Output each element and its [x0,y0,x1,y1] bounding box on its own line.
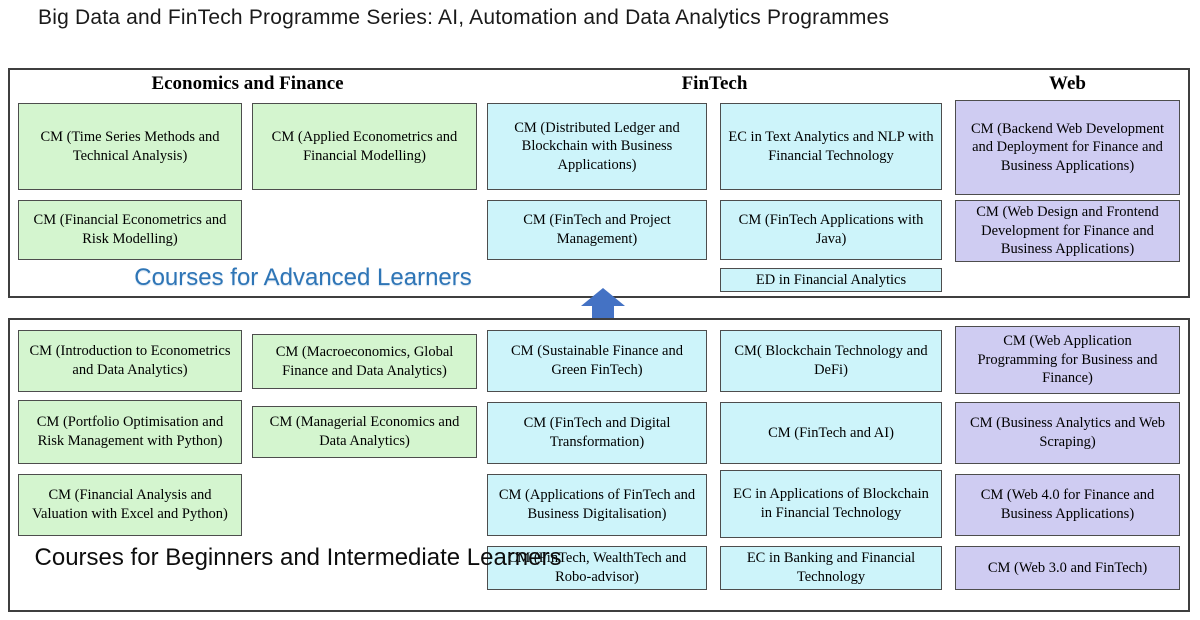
course-box-beg-econ-3: CM (Portfolio Optimisation and Risk Mana… [18,400,242,464]
course-box-beg-econ-4: CM (Managerial Economics and Data Analyt… [252,406,477,458]
course-box-beg-web-1: CM (Web Application Programming for Busi… [955,326,1180,394]
course-box-adv-econ-2: CM (Applied Econometrics and Financial M… [252,103,477,190]
course-box-beg-econ-5: CM (Financial Analysis and Valuation wit… [18,474,242,536]
page-title: Big Data and FinTech Programme Series: A… [38,6,890,29]
column-header-fintech: FinTech [681,73,748,94]
course-box-adv-fintech-4: CM (FinTech Applications with Java) [720,200,942,260]
course-box-beg-web-4: CM (Web 3.0 and FinTech) [955,546,1180,590]
course-box-beg-fintech-2: CM( Blockchain Technology and DeFi) [720,330,942,392]
course-box-beg-fintech-4: CM (FinTech and AI) [720,402,942,464]
course-box-beg-fintech-8: EC in Banking and Financial Technology [720,546,942,590]
course-box-adv-econ-1: CM (Time Series Methods and Technical An… [18,103,242,190]
course-box-adv-web-1: CM (Backend Web Development and Deployme… [955,100,1180,195]
course-box-beg-fintech-6: EC in Applications of Blockchain in Fina… [720,470,942,538]
course-box-beg-fintech-5: CM (Applications of FinTech and Business… [487,474,707,536]
column-header-web: Web [1049,73,1086,94]
course-box-beg-fintech-7: CM (FinTech, WealthTech and Robo-advisor… [487,546,707,590]
course-box-adv-web-2: CM (Web Design and Frontend Development … [955,200,1180,262]
course-box-beg-web-3: CM (Web 4.0 for Finance and Business App… [955,474,1180,536]
course-box-adv-fintech-1: CM (Distributed Ledger and Blockchain wi… [487,103,707,190]
course-box-beg-econ-2: CM (Macroeconomics, Global Finance and D… [252,334,477,389]
course-box-beg-web-2: CM (Business Analytics and Web Scraping) [955,402,1180,464]
course-box-adv-fintech-3: CM (FinTech and Project Management) [487,200,707,260]
beginner-learners-label: Courses for Beginners and Intermediate L… [34,544,562,571]
course-box-adv-fintech-2: EC in Text Analytics and NLP with Financ… [720,103,942,190]
course-box-adv-econ-3: CM (Financial Econometrics and Risk Mode… [18,200,242,260]
column-header-economics-finance: Economics and Finance [151,73,344,94]
course-box-beg-fintech-3: CM (FinTech and Digital Transformation) [487,402,707,464]
course-box-adv-fintech-5: ED in Financial Analytics [720,268,942,292]
up-arrow-head [581,288,625,306]
course-box-beg-fintech-1: CM (Sustainable Finance and Green FinTec… [487,330,707,392]
course-box-beg-econ-1: CM (Introduction to Econometrics and Dat… [18,330,242,392]
advanced-learners-label: Courses for Advanced Learners [134,264,472,291]
